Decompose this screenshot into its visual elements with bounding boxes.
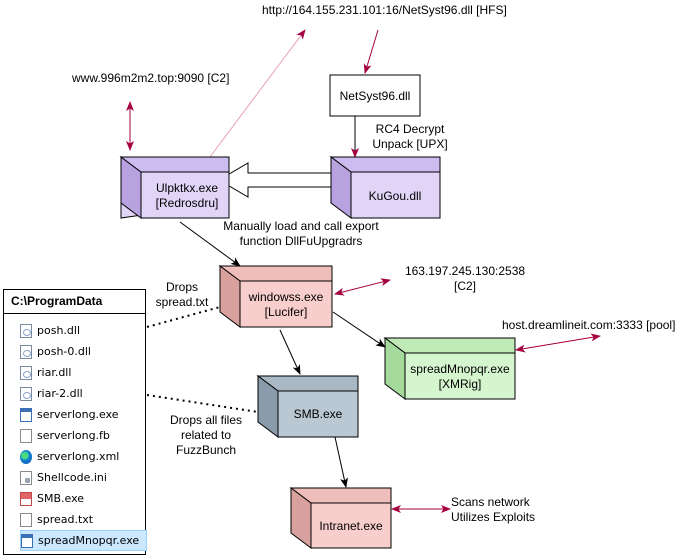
drops-all-dotted bbox=[146, 394, 259, 413]
file-item[interactable]: serverlong.exe bbox=[20, 404, 147, 425]
file-name: posh-0.dll bbox=[37, 345, 91, 358]
file-name: spread.txt bbox=[37, 513, 94, 526]
file-item[interactable]: spreadMnopqr.exe bbox=[20, 530, 147, 551]
file-name: Shellcode.ini bbox=[37, 471, 107, 484]
dll-icon bbox=[20, 365, 32, 380]
ulpktkx-to-hfs-arrow bbox=[209, 29, 306, 158]
spreadmnopqr-sublabel: [XMRig] bbox=[439, 377, 482, 391]
smb-node: SMB.exe bbox=[256, 375, 359, 438]
exe-icon bbox=[21, 533, 33, 548]
spreadmnopqr-node: spreadMnopqr.exe [XMRig] bbox=[383, 337, 516, 400]
rc4-label-line1: RC4 Decrypt bbox=[376, 122, 445, 136]
file-item[interactable]: spread.txt bbox=[20, 509, 147, 530]
drops-all-label-line2: related to bbox=[181, 428, 231, 442]
drops-all-label-line1: Drops all files bbox=[170, 413, 242, 427]
drops-spread-label-line2: spread.txt bbox=[156, 295, 209, 309]
netsyst-dll-node: NetSyst96.dll bbox=[329, 74, 421, 117]
windowss-to-smb-arrow bbox=[279, 329, 301, 375]
ulpktkx-sublabel: [Redrosdru] bbox=[156, 196, 219, 210]
file-list: posh.dll posh-0.dll riar.dll riar-2.dll serv… bbox=[20, 320, 147, 551]
c2-ip-label-line1: 163.197.245.130:2538 bbox=[405, 264, 525, 278]
program-data-panel: C:\ProgramData posh.dll posh-0.dll riar.dl… bbox=[3, 289, 147, 555]
file-icon bbox=[20, 428, 32, 443]
file-item[interactable]: riar-2.dll bbox=[20, 383, 147, 404]
smb-label: SMB.exe bbox=[294, 407, 343, 421]
dll-icon bbox=[20, 323, 32, 338]
file-item[interactable]: posh-0.dll bbox=[20, 341, 147, 362]
drops-spread-dotted bbox=[146, 306, 221, 328]
file-name: SMB.exe bbox=[37, 492, 85, 505]
kugou-node: KuGou.dll bbox=[329, 156, 441, 219]
pool-label: host.dreamlineit.com:3333 [pool] bbox=[502, 318, 675, 332]
smb-exe-icon bbox=[20, 491, 32, 506]
file-name: riar.dll bbox=[37, 366, 72, 379]
kugou-to-ulpktkx-hollow-arrow bbox=[218, 162, 332, 198]
file-item[interactable]: SMB.exe bbox=[20, 488, 147, 509]
file-item[interactable]: riar.dll bbox=[20, 362, 147, 383]
pool-link bbox=[515, 333, 601, 353]
file-name: spreadMnopqr.exe bbox=[38, 534, 140, 547]
panel-title: C:\ProgramData bbox=[4, 290, 145, 314]
ulpktkx-label: Ulpktkx.exe bbox=[156, 181, 218, 195]
file-name: posh.dll bbox=[37, 324, 81, 337]
c2-ip-label-line2: [C2] bbox=[454, 279, 476, 293]
manual-load-label-line1: Manually load and call export bbox=[223, 219, 379, 233]
c2-top-label: www.996m2m2.top:9090 [C2] bbox=[71, 71, 229, 85]
windowss-to-spread-arrow bbox=[332, 311, 386, 348]
windowss-label: windowss.exe bbox=[248, 290, 324, 304]
edge-icon bbox=[20, 449, 32, 464]
file-item[interactable]: posh.dll bbox=[20, 320, 147, 341]
file-name: riar-2.dll bbox=[37, 387, 83, 400]
exe-icon bbox=[20, 407, 32, 422]
windowss-sublabel: [Lucifer] bbox=[265, 305, 308, 319]
ulpktkx-to-windowss-arrow bbox=[179, 221, 241, 267]
drops-spread-label-line1: Drops bbox=[166, 280, 198, 294]
drops-all-label-line3: FuzzBunch bbox=[176, 443, 236, 457]
hfs-to-netsyst-arrow bbox=[363, 29, 379, 74]
intranet-node: Intranet.exe bbox=[289, 487, 392, 549]
file-item[interactable]: serverlong.fb bbox=[20, 425, 147, 446]
intranet-label: Intranet.exe bbox=[319, 519, 383, 533]
rc4-label-line2: Unpack [UPX] bbox=[372, 137, 447, 151]
windowss-node: windowss.exe [Lucifer] bbox=[218, 265, 333, 328]
manual-load-label-line2: function DllFuUpgradrs bbox=[240, 234, 363, 248]
file-name: serverlong.xml bbox=[37, 450, 120, 463]
c2-ip-link bbox=[334, 278, 391, 296]
file-name: serverlong.fb bbox=[37, 429, 110, 442]
netsyst-dll-label: NetSyst96.dll bbox=[340, 89, 411, 103]
file-item[interactable]: serverlong.xml bbox=[20, 446, 147, 467]
scans-label-line1: Scans network bbox=[451, 495, 531, 509]
kugou-label: KuGou.dll bbox=[369, 189, 422, 203]
file-item[interactable]: Shellcode.ini bbox=[20, 467, 147, 488]
file-icon bbox=[20, 512, 32, 527]
dll-icon bbox=[20, 386, 32, 401]
hfs-url-label: http://164.155.231.101:16/NetSyst96.dll … bbox=[262, 3, 507, 17]
file-name: serverlong.exe bbox=[37, 408, 119, 421]
spreadmnopqr-label: spreadMnopqr.exe bbox=[410, 362, 510, 376]
ini-icon bbox=[20, 470, 32, 485]
scans-label-line2: Utilizes Exploits bbox=[451, 510, 535, 524]
smb-to-intranet-arrow bbox=[334, 436, 348, 488]
dll-icon bbox=[20, 344, 32, 359]
ulpktkx-node: Ulpktkx.exe [Redrosdru] bbox=[119, 156, 230, 219]
